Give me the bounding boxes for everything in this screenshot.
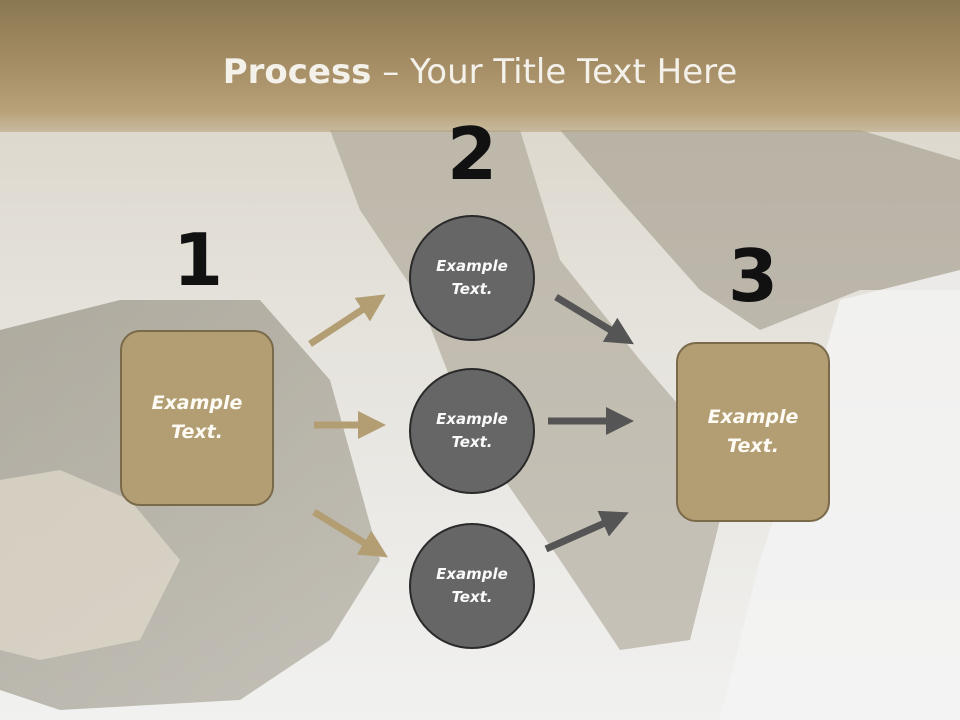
step-circle-3-label: Example Text. bbox=[436, 565, 508, 606]
end-box-label: Example Text. bbox=[707, 406, 799, 457]
step-circle-1: Example Text. bbox=[409, 215, 535, 341]
title-rest: – Your Title Text Here bbox=[371, 52, 738, 92]
step-circle-1-label: Example Text. bbox=[436, 257, 508, 298]
step-number-3: 3 bbox=[727, 234, 779, 318]
step-number-2: 2 bbox=[446, 112, 498, 196]
arrow-left-to-circle-3 bbox=[312, 509, 388, 558]
arrow-left-to-circle-1 bbox=[308, 294, 386, 347]
arrow-circle-3-to-right bbox=[544, 510, 629, 553]
slide-title: Process – Your Title Text Here bbox=[0, 52, 960, 92]
start-box-label: Example Text. bbox=[151, 392, 243, 443]
step-circle-2-label: Example Text. bbox=[436, 410, 508, 451]
arrow-circle-1-to-right bbox=[554, 294, 634, 345]
step-number-1: 1 bbox=[172, 218, 224, 302]
step-circle-3: Example Text. bbox=[409, 523, 535, 649]
title-bold: Process bbox=[222, 52, 372, 92]
title-band bbox=[0, 0, 960, 132]
start-box: Example Text. bbox=[120, 330, 274, 506]
end-box: Example Text. bbox=[676, 342, 830, 522]
step-circle-2: Example Text. bbox=[409, 368, 535, 494]
